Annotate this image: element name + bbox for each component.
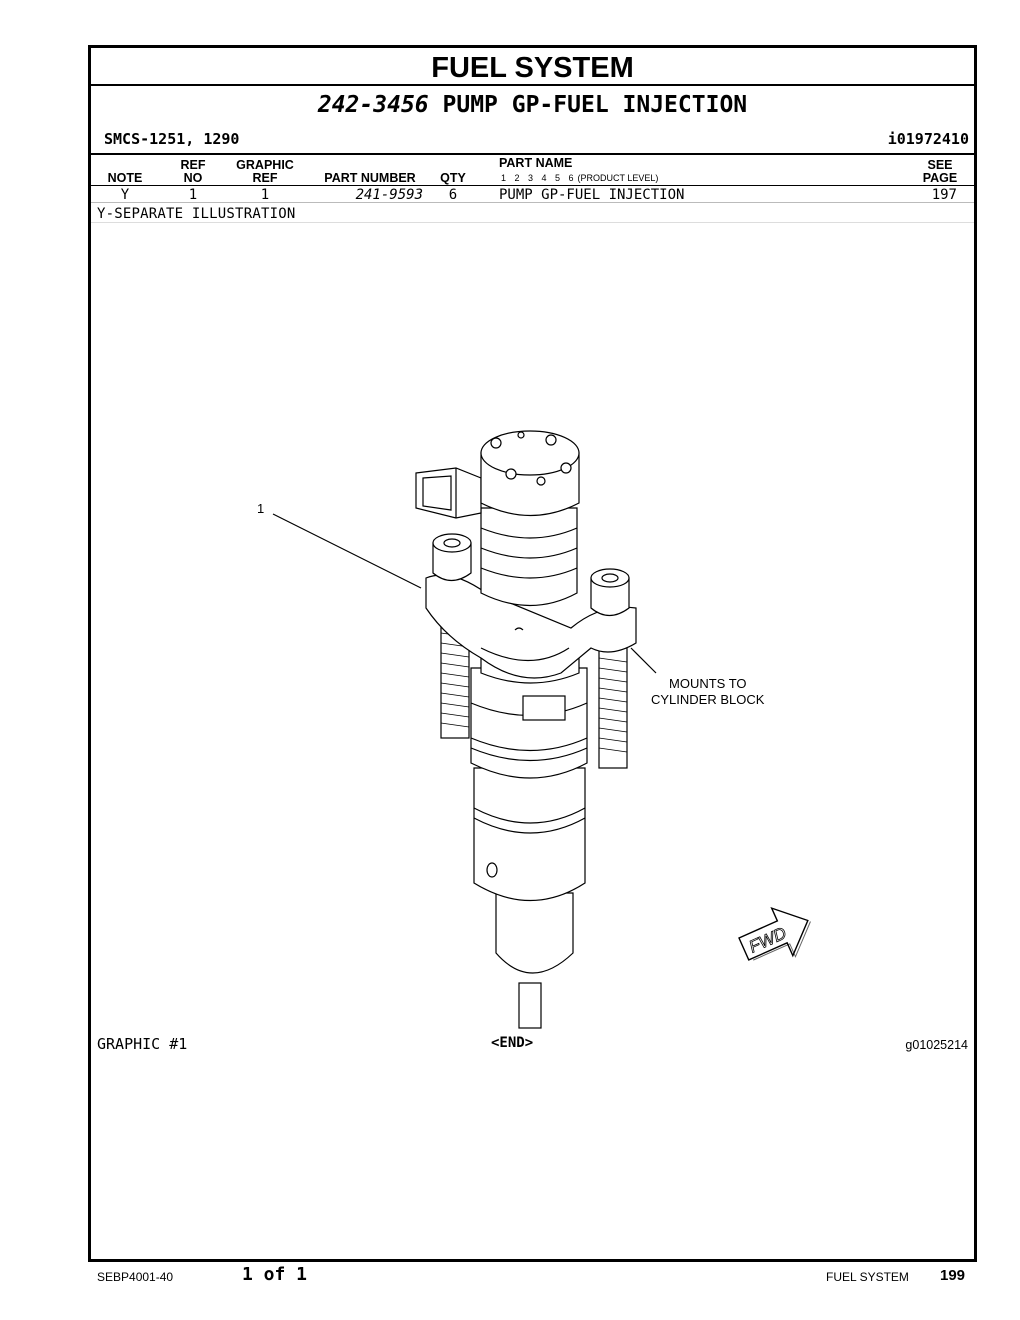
end-marker: <END> <box>491 1035 534 1051</box>
footer-page-number: 199 <box>940 1267 966 1284</box>
side-port <box>486 862 498 878</box>
footer-doc-number: SEBP4001-40 <box>97 1270 174 1284</box>
header-graphic-top: GRAPHIC <box>236 158 294 172</box>
header-qty: QTY <box>440 171 466 185</box>
table-top-rule <box>91 153 974 155</box>
header-note: NOTE <box>107 171 143 185</box>
nozzle-body <box>495 892 574 974</box>
nozzle-tip <box>518 982 542 1029</box>
upper-body <box>480 507 578 606</box>
graphic-id: g01025214 <box>905 1038 968 1052</box>
header-graphic-ref: GRAPHIC REF <box>231 159 299 185</box>
mounts-label-line2: CYLINDER BLOCK <box>651 692 765 707</box>
mid-body <box>470 667 588 779</box>
row-note: Y <box>120 187 130 203</box>
header-rule <box>91 185 974 186</box>
callout-1-label: 1 <box>257 501 264 516</box>
page-frame: FUEL SYSTEM 242-3456 PUMP GP-FUEL INJECT… <box>88 45 977 1262</box>
smcs-code: SMCS-1251, 1290 <box>104 130 240 148</box>
separate-illustration-note: Y-SEPARATE ILLUSTRATION <box>97 206 296 222</box>
header-part-number: PART NUMBER <box>324 171 416 185</box>
level-numbers: 1 2 3 4 5 6 <box>501 173 574 183</box>
header-see-bottom: PAGE <box>922 171 958 185</box>
body-label-plate <box>522 695 566 721</box>
mounts-label-line1: MOUNTS TO <box>669 676 747 691</box>
row-qty: 6 <box>448 187 458 203</box>
footer-section: FUEL SYSTEM <box>826 1270 909 1284</box>
row-part-number[interactable]: 241-9593 <box>355 187 423 203</box>
electrical-connector <box>415 467 482 519</box>
injector-illustration: 1 <box>257 430 811 1029</box>
callout-1-leader <box>272 513 422 589</box>
group-title: 242-3456 PUMP GP-FUEL INJECTION <box>91 92 974 118</box>
right-bolt <box>598 647 628 769</box>
product-level-label: (PRODUCT LEVEL) <box>577 173 659 183</box>
fwd-arrow-icon: FWD <box>738 906 811 961</box>
lower-body <box>473 767 586 902</box>
mounts-leader <box>630 647 657 674</box>
header-see-page: SEE PAGE <box>919 159 961 185</box>
row-ref-no: 1 <box>188 187 198 203</box>
product-levels: 1 2 3 4 5 6(PRODUCT LEVEL) <box>501 173 658 183</box>
group-number: 242-3456 <box>317 92 429 118</box>
header-ref-top: REF <box>180 158 206 172</box>
info-id: i01972410 <box>887 130 969 148</box>
note-rule <box>91 222 974 223</box>
header-ref-bottom: NO <box>183 171 203 185</box>
header-see-top: SEE <box>927 158 953 172</box>
group-name: PUMP GP-FUEL INJECTION <box>442 92 748 118</box>
header-graphic-bottom: REF <box>252 171 278 185</box>
header-part-name: PART NAME <box>499 156 573 170</box>
row-graphic-ref: 1 <box>260 187 270 203</box>
footer-page-of: 1 of 1 <box>242 1264 308 1285</box>
header-ref-no: REF NO <box>171 159 215 185</box>
graphic-label: GRAPHIC #1 <box>97 1035 188 1053</box>
row-rule <box>91 202 974 203</box>
row-part-name: PUMP GP-FUEL INJECTION <box>499 187 685 203</box>
section-title: FUEL SYSTEM <box>91 48 974 86</box>
row-see-page[interactable]: 197 <box>931 187 957 203</box>
